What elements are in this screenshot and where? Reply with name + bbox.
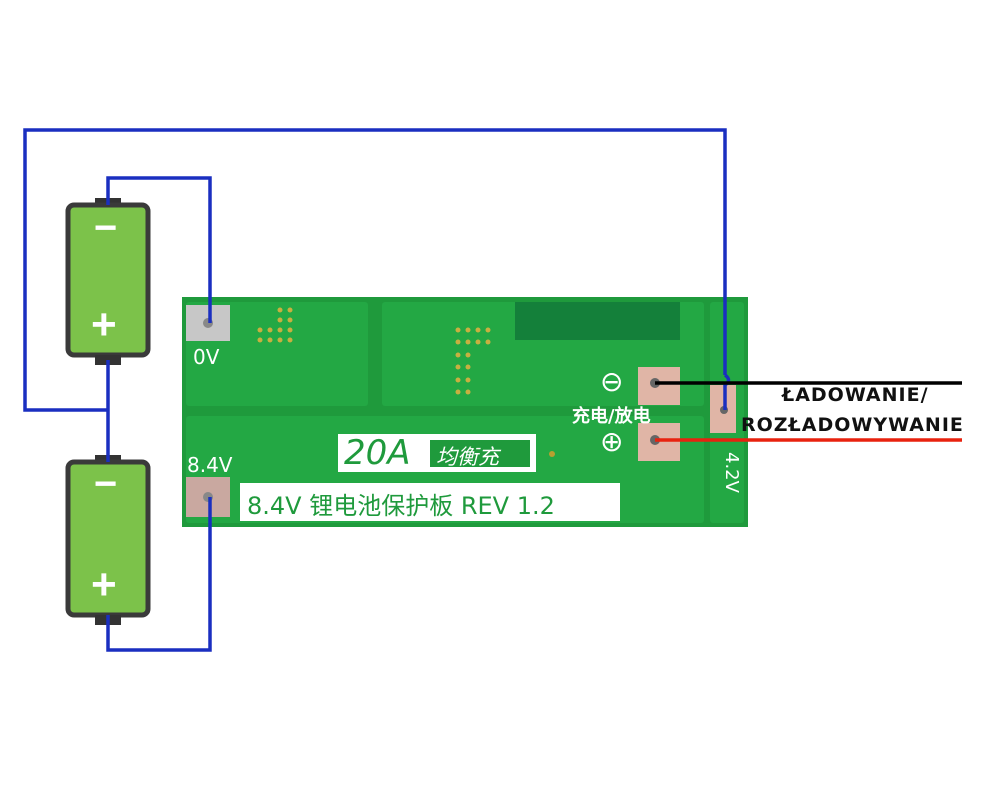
pcb-board <box>182 297 748 527</box>
plus-symbol: ⊕ <box>600 425 624 458</box>
charge-discharge-label: 充电/放电 <box>572 406 651 427</box>
label-0v: 0V <box>193 345 220 369</box>
blue-wires <box>23 128 731 652</box>
board-title: 8.4V 锂电池保护板 REV 1.2 <box>247 492 555 520</box>
battery-top-plus: + <box>91 300 117 349</box>
label-8v4: 8.4V <box>187 453 233 477</box>
battery-bottom-plus: + <box>91 560 117 609</box>
minus-symbol: ⊖ <box>600 365 624 398</box>
current-rating: 20A <box>344 433 411 473</box>
battery-bottom-minus: − <box>94 462 118 506</box>
battery-top-minus: − <box>94 206 118 250</box>
label-4v2: 4.2V <box>721 452 742 493</box>
charging-label: ŁADOWANIE/ <box>782 384 929 406</box>
discharging-label: ROZŁADOWYWANIE <box>741 414 964 436</box>
balance-label: 均衡充 <box>436 445 499 469</box>
